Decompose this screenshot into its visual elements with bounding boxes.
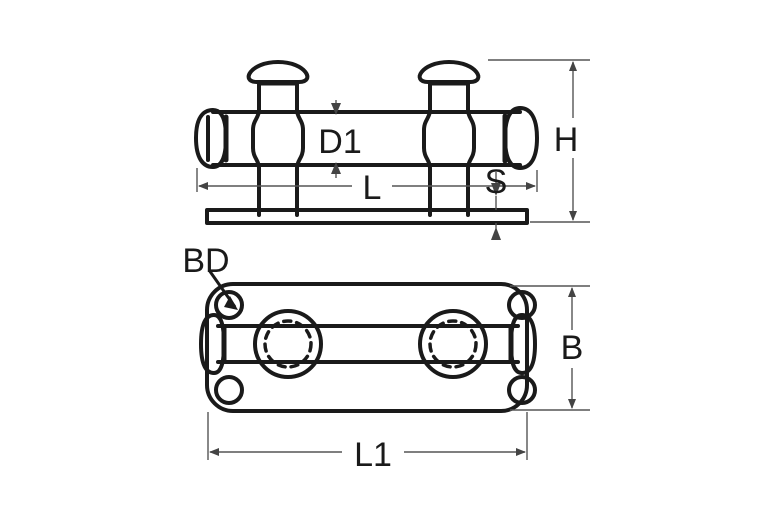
plate-outline [205, 282, 529, 413]
side-view-labels: H L D1 S [318, 121, 578, 207]
dimension-B [510, 285, 590, 411]
left-post-plan [253, 309, 323, 379]
side-elevation-view [194, 60, 539, 225]
dimension-L [196, 168, 538, 192]
label-S: S [485, 163, 508, 201]
right-post-hidden-bore [428, 319, 478, 369]
label-D1: D1 [318, 123, 361, 161]
left-post-hidden-bore [263, 319, 313, 369]
label-L1: L1 [354, 436, 392, 474]
leader-BD [207, 269, 238, 310]
dimension-L1 [207, 412, 528, 460]
right-post-cap-icon [417, 60, 481, 86]
label-L: L [363, 169, 382, 207]
right-vertical-post [422, 80, 476, 217]
bottom-plan-view [199, 282, 537, 413]
plan-view-dimensions [207, 285, 590, 460]
right-post-plan [418, 309, 488, 379]
left-vertical-post [251, 80, 305, 217]
bolt-hole [507, 290, 537, 320]
bolt-hole [214, 375, 244, 405]
dimension-H [488, 59, 590, 223]
label-H: H [554, 121, 579, 159]
bolt-hole [507, 375, 537, 405]
label-B: B [561, 329, 584, 367]
right-end-cap-icon [502, 106, 539, 170]
label-BD: BD [182, 242, 229, 280]
side-view-dimensions [196, 59, 590, 240]
dimension-D1 [331, 100, 341, 178]
dimension-S [491, 172, 501, 240]
plan-view-labels: B L1 BD [182, 242, 583, 474]
base-plate [205, 208, 529, 225]
left-end-cap-plan [199, 313, 227, 375]
bolt-hole [214, 290, 244, 320]
left-post-cap-icon [246, 60, 310, 86]
right-end-cap-plan [508, 313, 537, 375]
left-end-cap-icon [194, 108, 229, 169]
